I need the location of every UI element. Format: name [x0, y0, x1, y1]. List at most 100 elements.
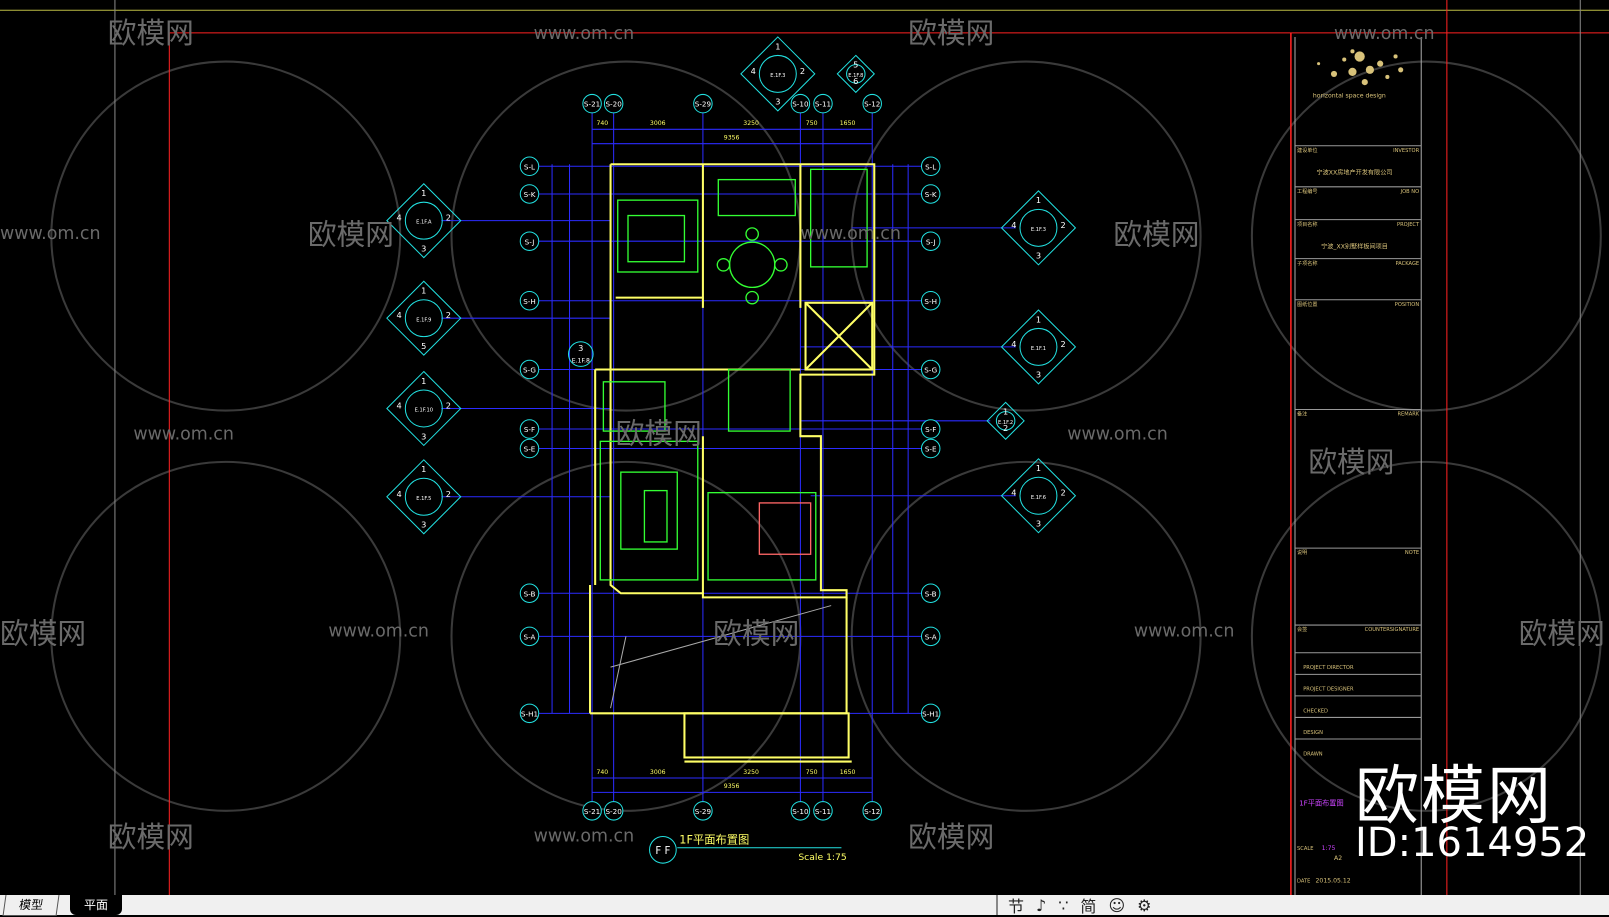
grid-label: S-F: [524, 425, 535, 434]
grid-label: S-J: [525, 237, 535, 246]
dimension-text: 750: [806, 120, 818, 127]
grid-label: S-G: [523, 366, 536, 375]
elevation-number: 3: [421, 520, 426, 530]
elevation-marker[interactable]: 12E.1F.2: [986, 401, 1025, 441]
detail-callout[interactable]: 3 E.1F.8: [567, 341, 594, 367]
elevation-number: 5: [421, 341, 426, 351]
elevation-number: 4: [397, 213, 402, 223]
elevation-number: 2: [1060, 220, 1065, 230]
dots-icon[interactable]: ∵: [1058, 895, 1069, 915]
node-icon[interactable]: 节: [1008, 897, 1025, 916]
smile-icon[interactable]: ☺: [1108, 895, 1126, 915]
title-row-value: 宁波_XX别墅样板间项目: [1321, 242, 1388, 250]
grid-bubble: [920, 419, 941, 439]
grid-bubble: [519, 231, 540, 251]
elevation-number: 4: [397, 310, 402, 320]
elevation-code: E.1F.6: [1031, 495, 1046, 501]
title-row-en: POSITION: [1395, 302, 1420, 308]
grid-bubbles: S-21S-21S-20S-20S-29S-29S-10S-10S-11S-11…: [519, 93, 941, 821]
elevation-number: 4: [751, 66, 756, 76]
elevation-number: 3: [421, 243, 426, 253]
elevation-circle: [404, 477, 443, 516]
grid-bubble: [790, 93, 811, 114]
title-row-en: NOTE: [1405, 550, 1419, 556]
simplified-icon[interactable]: 简: [1080, 897, 1097, 916]
elevation-number: 2: [446, 489, 451, 499]
elevation-number: 2: [446, 213, 451, 223]
grid-label: S-L: [925, 162, 936, 171]
elevation-number: 3: [1036, 519, 1041, 529]
elevation-code: E.1F.9: [416, 317, 431, 323]
grid-label: S-F: [925, 425, 936, 434]
watermark-url: www.om.cn: [1334, 24, 1435, 44]
drawing-title: 1F平面布置图: [679, 834, 749, 847]
tab-layout-plan[interactable]: 平面: [70, 895, 123, 915]
elevation-marker[interactable]: 56E.1F.8: [836, 54, 876, 94]
elevation-circle: [1019, 327, 1058, 366]
elevation-number: 3: [775, 97, 780, 107]
moon-icon[interactable]: ♪: [1036, 895, 1047, 915]
dimension-text: 1650: [840, 769, 856, 776]
watermark-logo: 欧模网: [0, 617, 86, 651]
watermark-id: ID:1614952: [1355, 820, 1590, 866]
cad-drawing-canvas[interactable]: 7407403006300632503250750750165016509356…: [0, 0, 1609, 895]
watermark-url: www.om.cn: [133, 424, 234, 444]
elevation-number: 5: [853, 60, 858, 70]
title-row-cn: 说明: [1297, 548, 1307, 556]
elevation-number: 1: [1036, 463, 1041, 473]
title-row-cn: 项目名称: [1297, 220, 1318, 228]
gear-icon[interactable]: ⚙: [1137, 895, 1152, 915]
staff-role: PROJECT DIRECTOR: [1303, 665, 1354, 671]
grid-bubble: [920, 231, 941, 251]
grid-label: S-11: [815, 807, 831, 816]
elevation-number: 2: [800, 66, 805, 76]
grid-label: S-H1: [922, 709, 939, 718]
grid-label: S-B: [925, 589, 937, 598]
firm-name: horizontal space design: [1313, 93, 1386, 100]
elevation-diamond: [986, 401, 1025, 441]
watermarks: 欧模网欧模网欧模网欧模网欧模网欧模网欧模网欧模网欧模网欧模网欧模网www.om.…: [0, 16, 1605, 854]
watermark-url: www.om.cn: [800, 224, 901, 244]
title-row-en: REMARK: [1398, 412, 1420, 418]
elevation-number: 4: [1011, 220, 1016, 230]
tab-model[interactable]: 模型: [2, 895, 60, 916]
grid-bubble: [920, 359, 941, 380]
elevation-number: 2: [1060, 339, 1065, 349]
elevation-code: E.1F.2: [998, 420, 1013, 426]
staff-role: DRAWN: [1303, 751, 1323, 757]
grid-bubble: [519, 156, 540, 177]
sheet-scale: 1:75: [1322, 845, 1336, 852]
title-row-en: PROJECT: [1397, 222, 1420, 228]
grid-bubble: [920, 438, 941, 459]
grid-bubble: [920, 626, 941, 647]
dimension-text: 740: [596, 769, 608, 776]
grid-label: S-11: [815, 100, 831, 109]
watermark-logo: 欧模网: [308, 217, 394, 251]
elevation-diamond: [836, 54, 876, 94]
elevation-number: 1: [421, 188, 426, 198]
elevation-number: 2: [446, 400, 451, 410]
elevation-number: 2: [1003, 423, 1008, 433]
sheet-size: A2: [1334, 855, 1342, 862]
watermark-logo: 欧模网: [1113, 217, 1199, 251]
title-row-cn: 图纸位置: [1297, 300, 1318, 308]
elevation-circle: [404, 201, 443, 240]
grid-label: S-29: [695, 807, 712, 816]
title-row-cn: 会签: [1297, 625, 1307, 633]
elevation-circle: [1019, 208, 1058, 247]
grid-bubble: [519, 438, 540, 459]
grid-label: S-J: [926, 237, 936, 246]
grid-bubble: [920, 703, 941, 724]
elevation-code: E.1F.3: [1031, 227, 1046, 233]
walls: [589, 163, 876, 763]
title-row-cn: 建设单位: [1297, 146, 1318, 154]
